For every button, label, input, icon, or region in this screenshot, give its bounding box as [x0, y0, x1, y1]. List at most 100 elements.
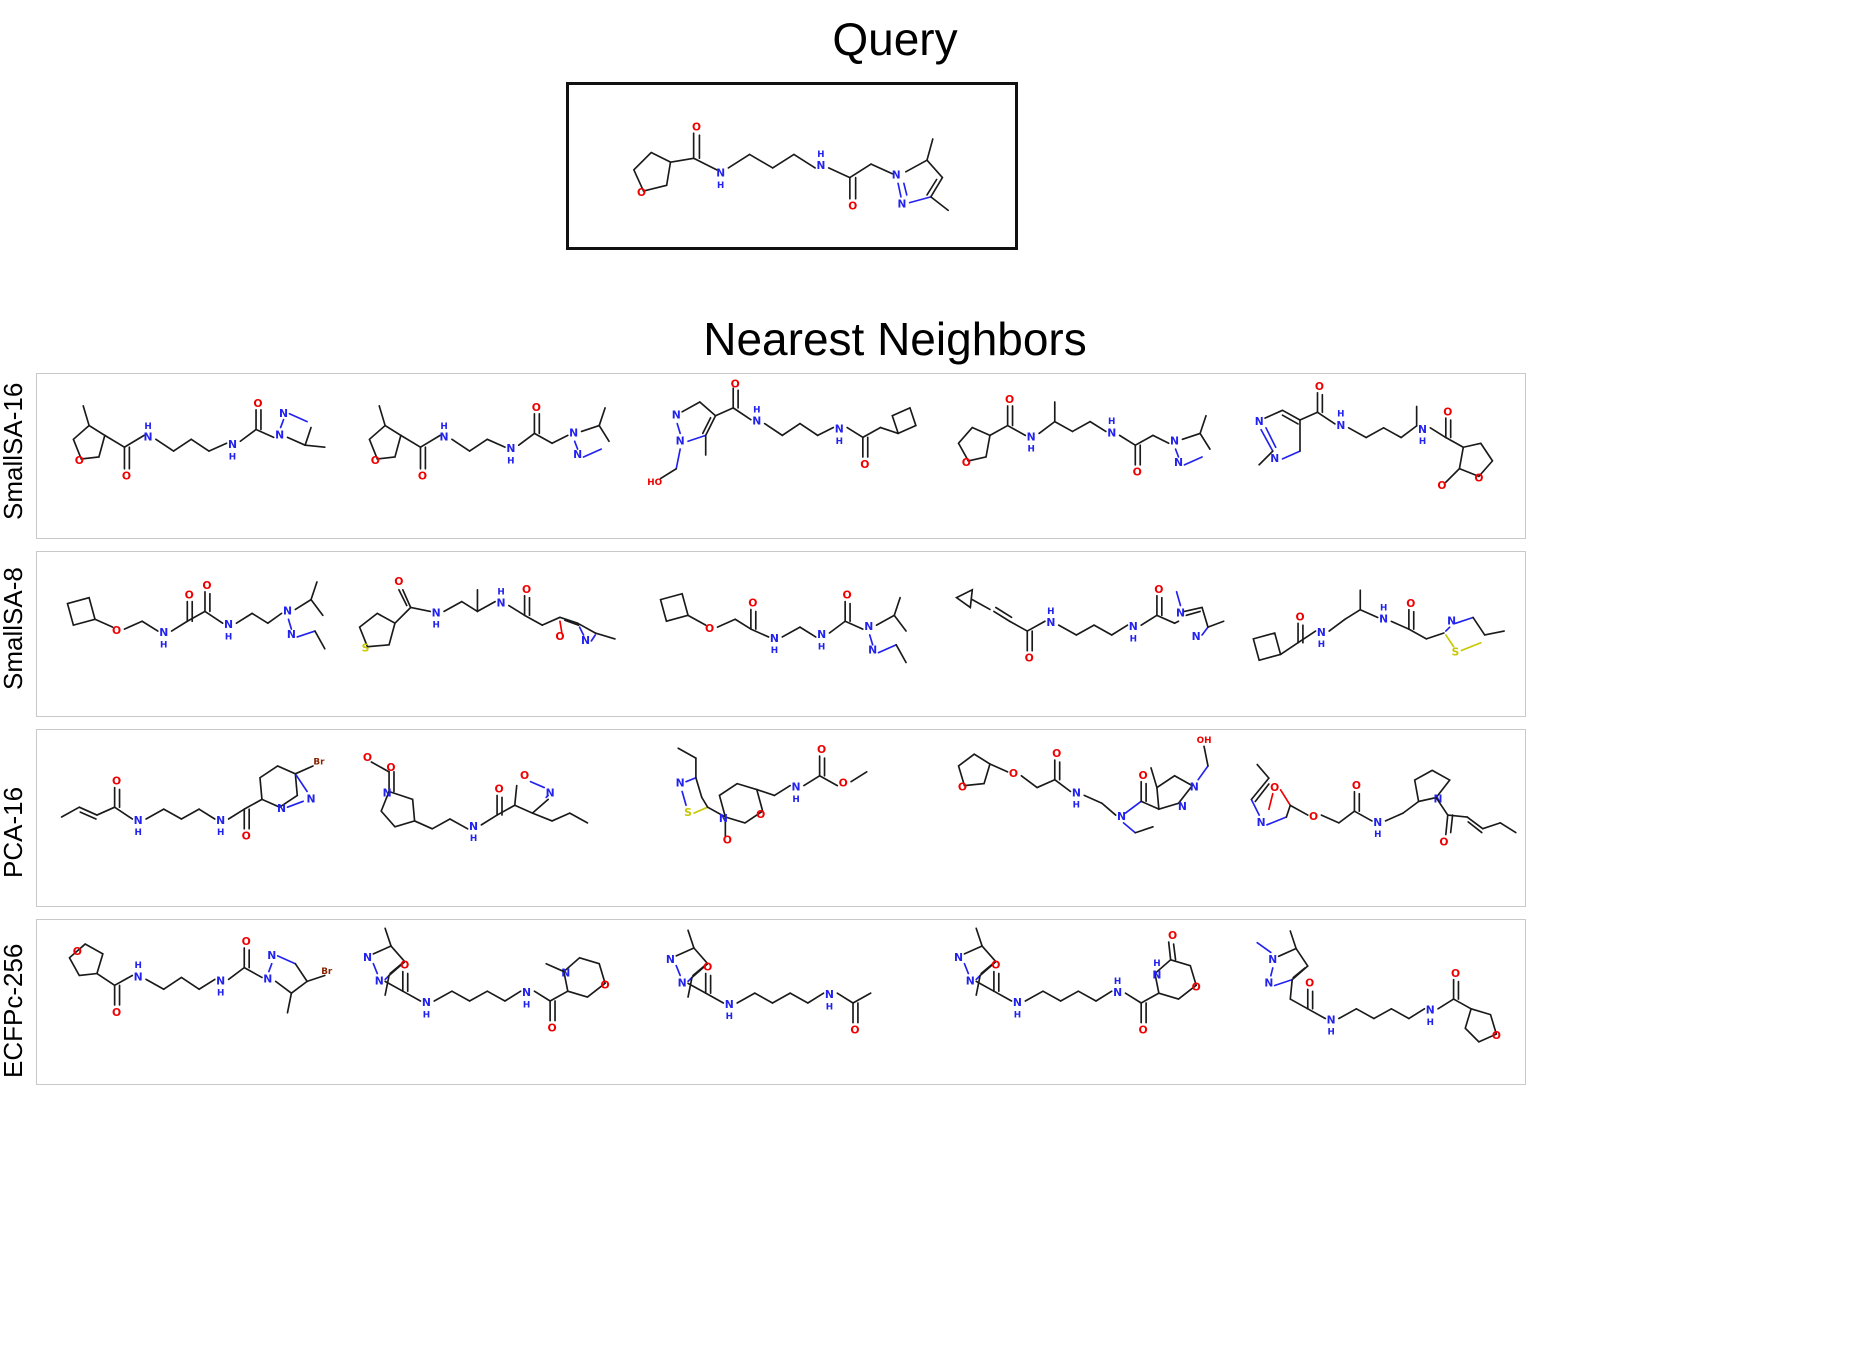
svg-text:N: N — [1026, 430, 1035, 443]
svg-text:H: H — [1427, 1018, 1434, 1028]
svg-text:O: O — [1191, 980, 1200, 993]
svg-text:H: H — [134, 961, 141, 971]
svg-text:H: H — [753, 405, 760, 415]
svg-text:N: N — [1265, 977, 1274, 990]
svg-text:O: O — [600, 978, 609, 991]
svg-text:N: N — [134, 814, 143, 827]
molecule-cell[interactable]: O O N H N H O N — [933, 374, 1228, 538]
svg-text:N: N — [1191, 630, 1200, 643]
molecule-cell[interactable]: N N HO O N H — [635, 374, 930, 538]
molecule-cell[interactable]: S O N H N H O — [338, 552, 633, 716]
svg-text:N: N — [676, 434, 685, 447]
query-panel: O O N H N H O N N — [566, 82, 1018, 250]
svg-text:O: O — [1052, 747, 1061, 760]
molecule-cell[interactable]: O O N H N H O N N — [40, 374, 335, 538]
svg-text:O: O — [1352, 779, 1361, 792]
svg-text:H: H — [1318, 640, 1325, 650]
svg-text:N: N — [363, 951, 372, 964]
molecule-cell[interactable]: O O N H N H O N N — [635, 552, 930, 716]
svg-text:N: N — [267, 949, 276, 962]
svg-text:H: H — [1047, 607, 1054, 617]
svg-text:O: O — [394, 575, 403, 588]
svg-text:N: N — [1317, 626, 1326, 639]
svg-text:H: H — [771, 646, 778, 656]
svg-text:H: H — [134, 828, 141, 838]
molecule-cell[interactable]: O O N H N H O N N — [338, 374, 633, 538]
molecule-structure: O O N H N H O N N — [72, 397, 326, 483]
molecule-cell[interactable]: O N H N H O N S — [1230, 552, 1522, 716]
svg-text:Br: Br — [313, 758, 325, 768]
molecule-cell[interactable]: O N H O O N H N N — [40, 552, 335, 716]
svg-text:O: O — [1407, 597, 1416, 610]
svg-text:N: N — [469, 820, 478, 833]
svg-text:O: O — [1138, 1023, 1147, 1036]
svg-text:H: H — [1380, 603, 1387, 613]
svg-text:N: N — [1418, 423, 1427, 436]
molecule-structure: N N O N H — [1256, 930, 1501, 1043]
svg-text:N: N — [159, 626, 168, 639]
svg-text:O: O — [1168, 929, 1177, 942]
molecule-cell[interactable]: N N O N H — [1230, 920, 1522, 1084]
svg-text:N: N — [143, 430, 152, 443]
svg-text:O: O — [1005, 393, 1014, 406]
svg-text:O: O — [242, 830, 251, 843]
molecule-cell[interactable]: O O N N H O O N — [338, 730, 633, 906]
svg-text:N: N — [816, 160, 825, 172]
svg-text:H: H — [432, 621, 439, 631]
svg-text:N: N — [1072, 786, 1081, 799]
neighbor-row-smallsa8: O N H O O N H N N — [36, 551, 1526, 717]
svg-text:H: H — [469, 834, 476, 844]
svg-text:O: O — [400, 959, 409, 972]
molecule-structure: N N O N H — [666, 929, 872, 1036]
svg-text:N: N — [216, 814, 225, 827]
svg-text:O: O — [958, 781, 967, 794]
molecule-cell[interactable]: O O N H N H O N N — [40, 920, 335, 1084]
molecule-structure: O O O N H N O — [957, 736, 1211, 834]
svg-text:S: S — [1452, 645, 1460, 658]
svg-text:N: N — [1189, 781, 1198, 794]
molecule-cell[interactable]: N N O N H — [338, 920, 633, 1084]
svg-text:O: O — [748, 597, 757, 610]
svg-text:N: N — [279, 407, 288, 420]
molecule-structure: N N HO O N H — [647, 377, 918, 488]
molecule-cell[interactable]: N N O N H — [635, 920, 930, 1084]
nearest-neighbors-title: Nearest Neighbors — [703, 313, 1087, 365]
molecule-cell[interactable]: N N O N H — [933, 920, 1228, 1084]
svg-text:S: S — [361, 642, 369, 655]
svg-text:N: N — [1271, 452, 1280, 465]
svg-text:N: N — [277, 802, 286, 815]
molecule-cell[interactable]: O N H N H O N N — [933, 552, 1228, 716]
svg-text:N: N — [569, 426, 578, 439]
svg-text:O: O — [1315, 380, 1324, 393]
svg-text:O: O — [362, 751, 371, 764]
svg-text:H: H — [507, 456, 514, 466]
molecule-cell[interactable]: O N O O N H — [1230, 730, 1522, 906]
svg-text:O: O — [555, 630, 564, 643]
svg-text:H: H — [826, 1002, 833, 1012]
svg-text:O: O — [112, 775, 121, 788]
svg-text:H: H — [522, 1000, 529, 1010]
svg-text:H: H — [818, 642, 825, 652]
molecule-structure: O N O O N H — [1250, 763, 1518, 848]
svg-text:N: N — [216, 974, 225, 987]
svg-text:N: N — [666, 953, 675, 966]
svg-text:H: H — [217, 989, 224, 999]
molecule-cell[interactable]: N N O N H — [1230, 374, 1522, 538]
svg-text:N: N — [716, 168, 725, 180]
molecule-cell[interactable]: N S O N O N H O — [635, 730, 930, 906]
svg-text:N: N — [864, 620, 873, 633]
molecule-structure: N S O N O N H O — [676, 743, 868, 847]
molecule-cell[interactable]: O O O N H N O — [933, 730, 1228, 906]
svg-text:N: N — [573, 448, 582, 461]
svg-text:H: H — [1153, 959, 1160, 969]
svg-text:H: H — [1108, 417, 1115, 427]
svg-text:O: O — [531, 401, 540, 414]
molecule-structure: O O N N H O O N — [362, 751, 588, 844]
svg-text:H: H — [836, 437, 843, 447]
molecule-structure: O N H N H O N N — [954, 583, 1225, 665]
molecule-cell[interactable]: O N H N H O N N Br — [40, 730, 335, 906]
svg-text:H: H — [726, 1012, 733, 1022]
svg-text:H: H — [1374, 830, 1381, 840]
svg-text:H: H — [1328, 1028, 1335, 1038]
svg-text:O: O — [1440, 835, 1449, 848]
